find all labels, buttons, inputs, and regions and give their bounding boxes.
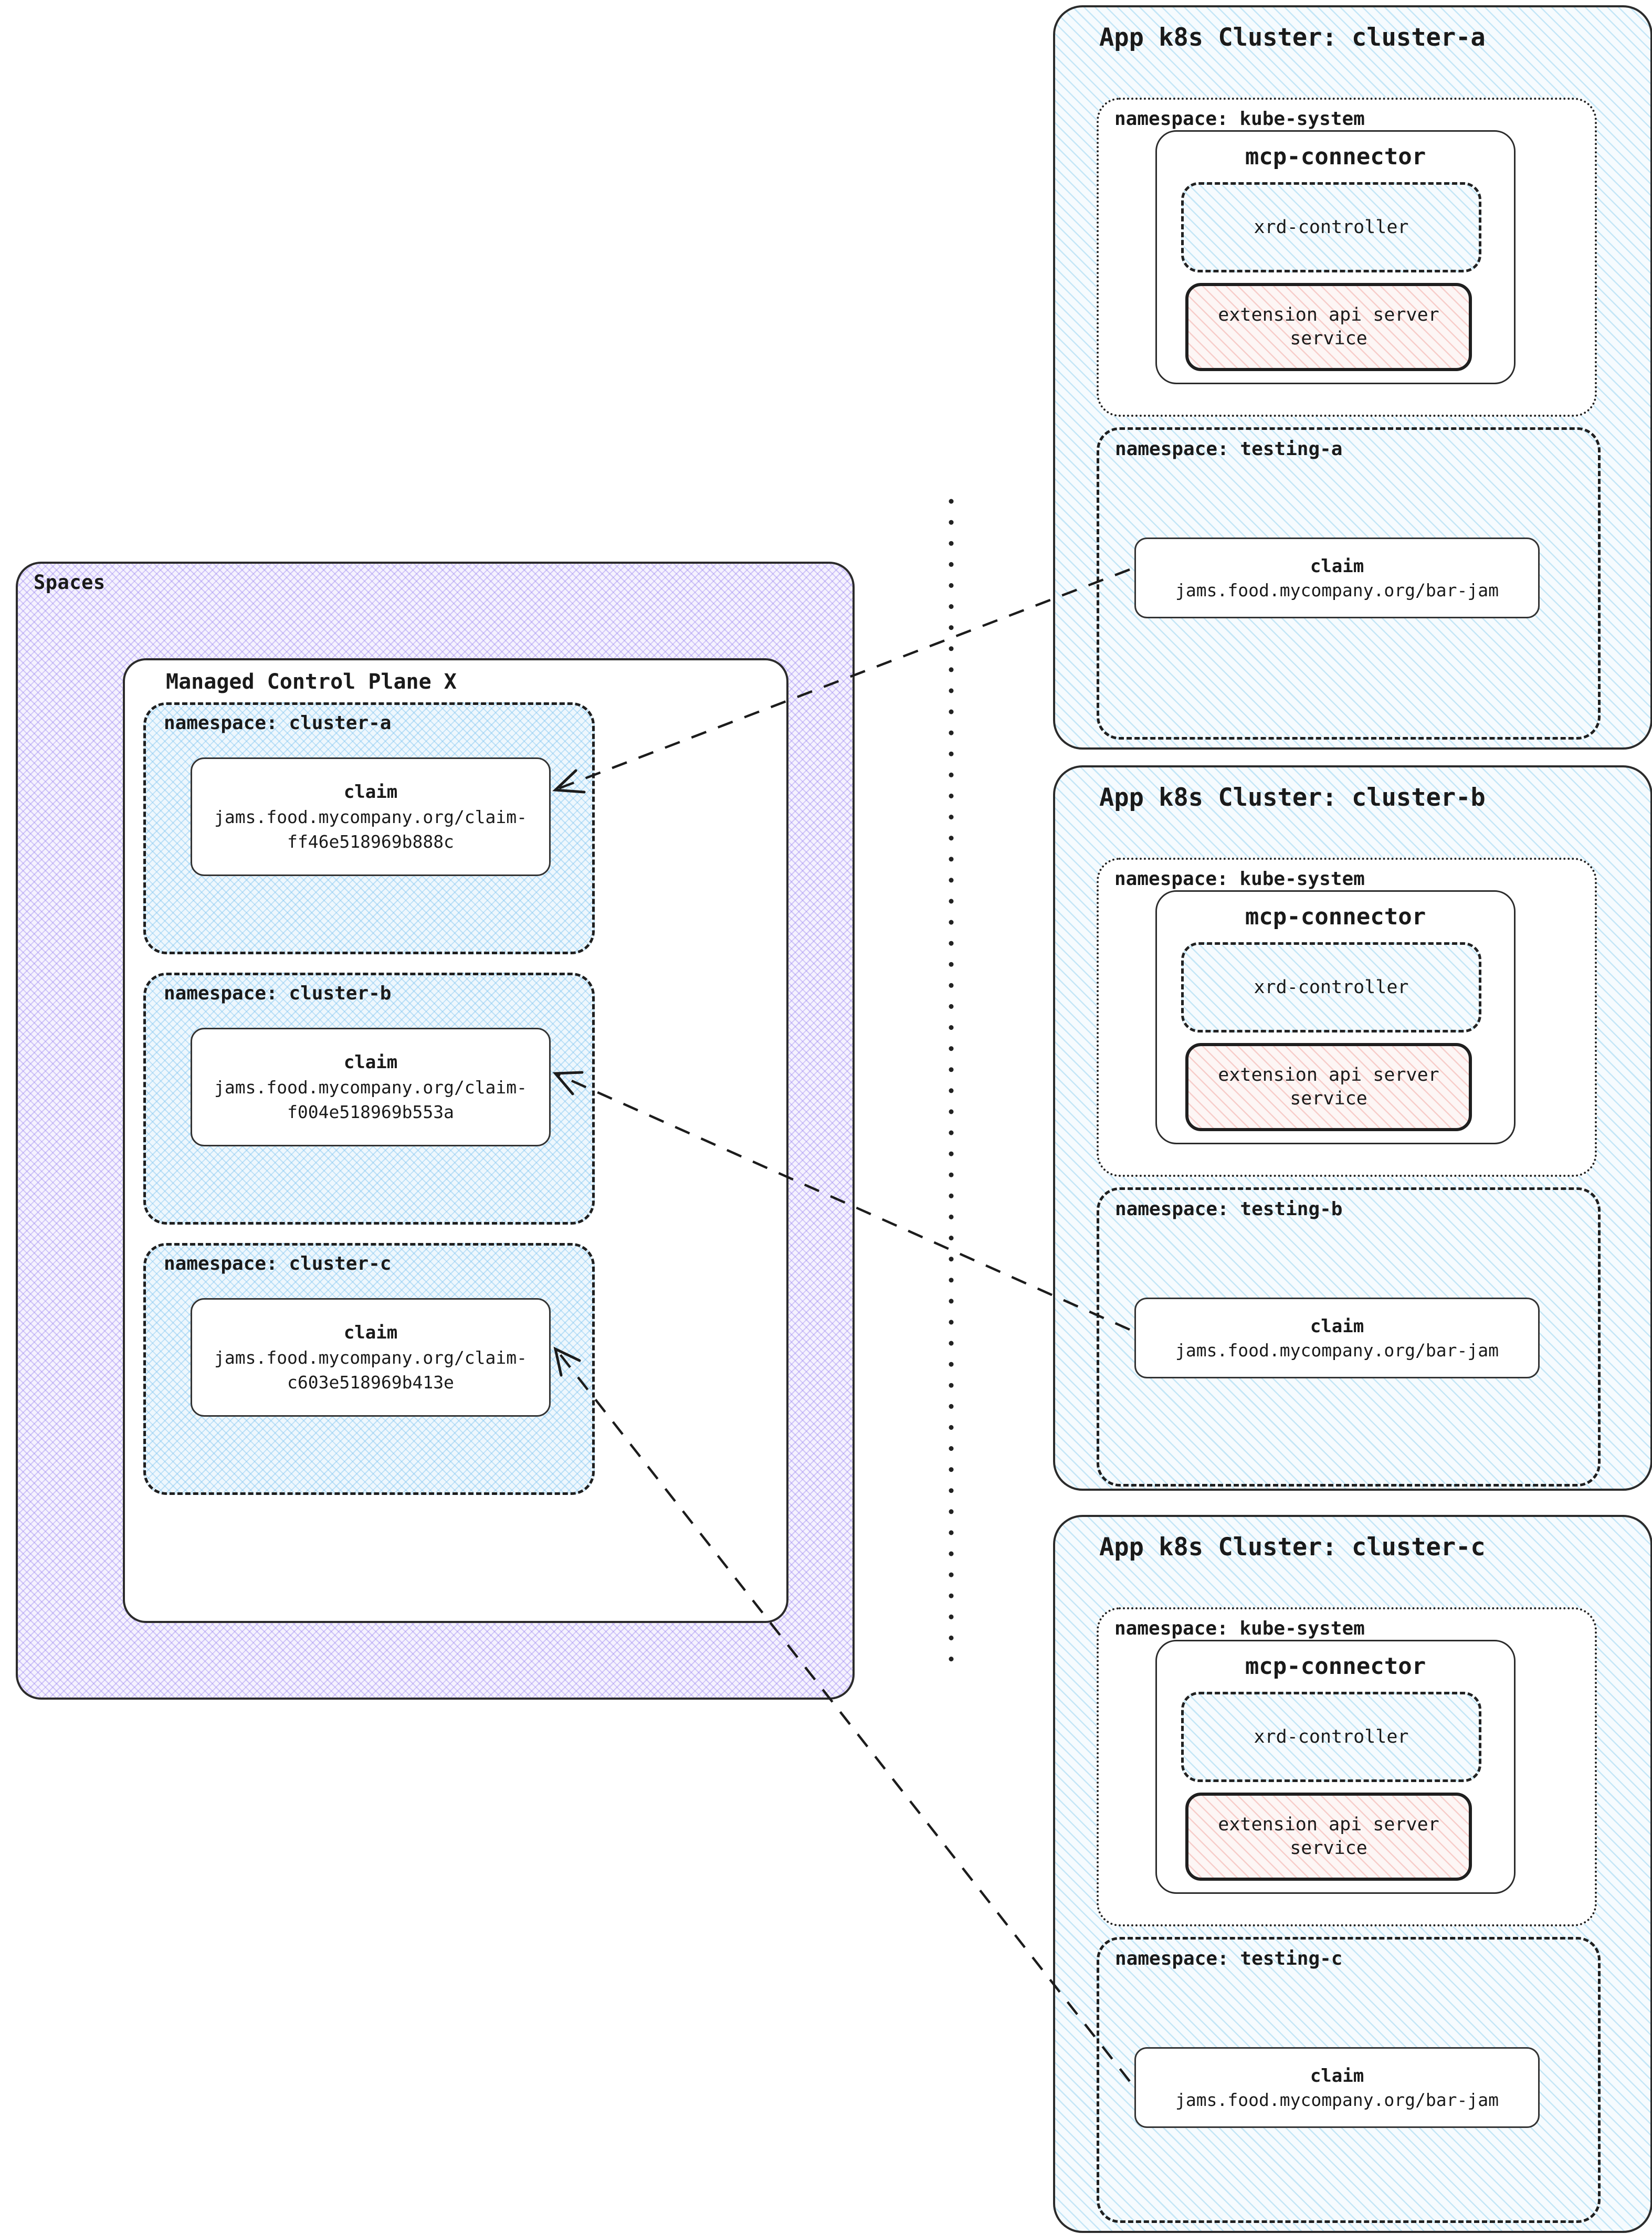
claim-box-cluster-c: claim jams.food.mycompany.org/claim- c60… [191,1298,551,1417]
claim-url: jams.food.mycompany.org/bar-jam [1175,579,1499,600]
extension-api-server-label: extension api server service [1218,1814,1439,1859]
cluster-c-title: App k8s Cluster: cluster-c [1099,1533,1486,1562]
testing-a-box: namespace: testing-a claim jams.food.myc… [1097,427,1601,740]
app-cluster-card-a: App k8s Cluster: cluster-a namespace: ku… [1053,5,1652,750]
mcp-connector-box-c: mcp-connector xrd-controller extension a… [1155,1640,1516,1894]
cluster-b-title: App k8s Cluster: cluster-b [1099,783,1486,812]
kube-system-label: namespace: kube-system [1114,1618,1365,1639]
extension-api-server-box-c: extension api server service [1185,1793,1472,1881]
xrd-controller-label: xrd-controller [1254,977,1409,998]
claim-box-testing-a: claim jams.food.mycompany.org/bar-jam [1134,538,1540,618]
namespace-cluster-b-box: namespace: cluster-b claim jams.food.myc… [143,973,595,1225]
claim-url-line1: jams.food.mycompany.org/claim- [214,1077,528,1098]
extension-api-server-label: extension api server service [1218,304,1439,350]
xrd-controller-label: xrd-controller [1254,217,1409,238]
xrd-controller-box-c: xrd-controller [1181,1692,1481,1782]
kube-system-box-c: namespace: kube-system mcp-connector xrd… [1097,1607,1597,1926]
kube-system-label: namespace: kube-system [1114,868,1365,890]
claim-title: claim [343,1322,398,1343]
managed-control-plane-box: Managed Control Plane X namespace: clust… [123,658,788,1623]
kube-system-label: namespace: kube-system [1114,108,1365,130]
namespace-cluster-c-box: namespace: cluster-c claim jams.food.myc… [143,1243,595,1495]
claim-box-testing-b: claim jams.food.mycompany.org/bar-jam [1134,1298,1540,1378]
kube-system-box-a: namespace: kube-system mcp-connector xrd… [1097,98,1597,417]
claim-url-line2: f004e518969b553a [287,1102,454,1122]
testing-a-label: namespace: testing-a [1115,438,1343,460]
spaces-container: Spaces Managed Control Plane X namespace… [16,562,855,1700]
claim-title: claim [343,1052,398,1073]
app-cluster-card-c: App k8s Cluster: cluster-c namespace: ku… [1053,1515,1652,2233]
namespace-cluster-b-label: namespace: cluster-b [164,983,392,1004]
claim-url-line2: c603e518969b413e [287,1372,454,1393]
mcp-connector-box-b: mcp-connector xrd-controller extension a… [1155,890,1516,1144]
extension-api-server-box-a: extension api server service [1185,283,1472,371]
testing-b-label: namespace: testing-b [1115,1198,1343,1220]
namespace-cluster-a-label: namespace: cluster-a [164,712,392,734]
claim-url: jams.food.mycompany.org/bar-jam [1175,1340,1499,1361]
claim-title: claim [1310,1315,1364,1337]
namespace-cluster-c-label: namespace: cluster-c [164,1253,392,1274]
extension-api-server-label: extension api server service [1218,1064,1439,1110]
mcp-connector-title: mcp-connector [1245,1653,1426,1680]
claim-title: claim [1310,555,1364,577]
extension-api-server-box-b: extension api server service [1185,1043,1472,1131]
spaces-title: Spaces [34,571,106,594]
cluster-a-title: App k8s Cluster: cluster-a [1099,23,1486,52]
xrd-controller-label: xrd-controller [1254,1726,1409,1747]
xrd-controller-box-a: xrd-controller [1181,182,1481,272]
claim-box-cluster-b: claim jams.food.mycompany.org/claim- f00… [191,1028,551,1146]
claim-title: claim [343,782,398,803]
mcp-connector-title: mcp-connector [1245,143,1426,170]
testing-c-box: namespace: testing-c claim jams.food.myc… [1097,1937,1601,2223]
kube-system-box-b: namespace: kube-system mcp-connector xrd… [1097,858,1597,1177]
claim-url: jams.food.mycompany.org/bar-jam [1175,2089,1499,2110]
claim-url-line1: jams.food.mycompany.org/claim- [214,1347,528,1368]
testing-c-label: namespace: testing-c [1115,1948,1343,1969]
claim-url-line2: ff46e518969b888c [287,831,454,852]
managed-control-plane-title: Managed Control Plane X [166,670,457,694]
claim-box-cluster-a: claim jams.food.mycompany.org/claim- ff4… [191,757,551,876]
claim-url-line1: jams.food.mycompany.org/claim- [214,807,528,827]
namespace-cluster-a-box: namespace: cluster-a claim jams.food.myc… [143,702,595,954]
mcp-connector-box-a: mcp-connector xrd-controller extension a… [1155,130,1516,384]
claim-box-testing-c: claim jams.food.mycompany.org/bar-jam [1134,2047,1540,2128]
claim-title: claim [1310,2065,1364,2087]
mcp-connector-title: mcp-connector [1245,903,1426,930]
app-cluster-card-b: App k8s Cluster: cluster-b namespace: ku… [1053,765,1652,1491]
xrd-controller-box-b: xrd-controller [1181,942,1481,1032]
testing-b-box: namespace: testing-b claim jams.food.myc… [1097,1187,1601,1487]
